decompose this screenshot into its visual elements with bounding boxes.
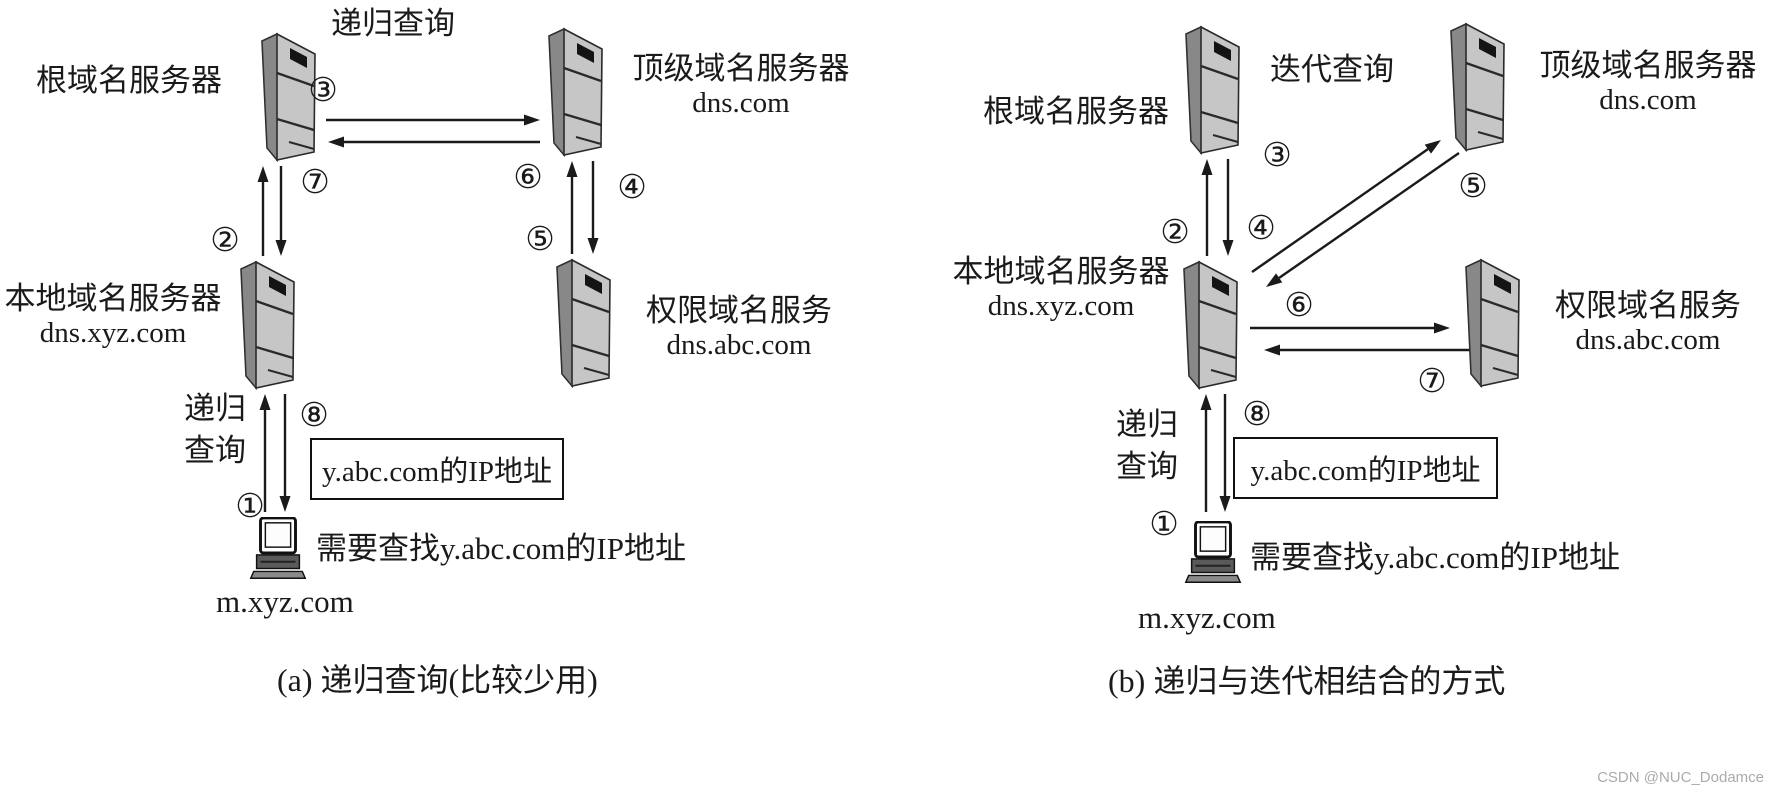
step-4-a: ④ [617, 167, 647, 206]
host-need-label-a: 需要查找y.abc.com的IP地址 [316, 531, 686, 566]
auth-server-domain-b: dns.abc.com [1575, 323, 1721, 356]
local-server-name-b: 本地域名服务器 [952, 254, 1170, 289]
local-server-name-a: 本地域名服务器 [4, 281, 222, 316]
tld-server-domain-a: dns.com [692, 86, 790, 119]
arrow-a-1-host-to-local-up [259, 394, 271, 512]
arrow-b-6-local-to-auth-rt [1250, 322, 1450, 334]
caption-b: (b) 递归与迭代相结合的方式 [1108, 663, 1506, 699]
tld-server-domain-b: dns.com [1599, 83, 1697, 116]
root-server-label-b: 根域名服务器 [983, 94, 1169, 129]
local-server-icon-b [1180, 260, 1242, 391]
caption-a: (a) 递归查询(比较少用) [277, 662, 598, 698]
step-7-b: ⑦ [1417, 361, 1447, 400]
step-6-b: ⑥ [1284, 285, 1314, 324]
host-need-label-b: 需要查找y.abc.com的IP地址 [1250, 540, 1620, 575]
arrow-a-5-auth-to-tld-up [566, 161, 578, 254]
step-1-b: ① [1149, 504, 1179, 543]
step-7-a: ⑦ [300, 162, 330, 201]
recursive-query-top-label-a: 递归查询 [331, 6, 455, 41]
step-3-b: ③ [1262, 135, 1292, 174]
recursive-side-label-a: 递归 查询 [184, 391, 246, 468]
ip-result-text-b: y.abc.com的IP地址 [1250, 455, 1481, 487]
tld-server-icon-a [545, 27, 607, 158]
auth-server-name-b: 权限域名服务 [1555, 288, 1741, 323]
step-5-b: ⑤ [1458, 166, 1488, 205]
tld-server-name-b: 顶级域名服务器 [1539, 48, 1757, 83]
root-server-icon-b [1182, 25, 1244, 156]
arrow-b-1-host-to-local-up [1200, 394, 1212, 512]
auth-server-icon-b [1462, 258, 1524, 389]
arrow-b-8-local-to-host-dn [1219, 394, 1231, 512]
auth-server-name-a: 权限域名服务 [646, 293, 832, 328]
recursive-side-label-b: 递归 查询 [1116, 407, 1178, 484]
local-server-domain-a: dns.xyz.com [39, 316, 187, 349]
auth-server-label-a: 权限域名服务 dns.abc.com [633, 293, 845, 363]
auth-server-domain-a: dns.abc.com [666, 328, 812, 361]
host-name-label-a: m.xyz.com [216, 584, 354, 619]
arrow-a-4-tld-to-auth-dn [587, 161, 599, 254]
tld-server-label-a: 顶级域名服务器 dns.com [616, 51, 866, 121]
local-server-label-a: 本地域名服务器 dns.xyz.com [2, 281, 224, 351]
arrow-b-3-local-to-tld-diag [1251, 140, 1441, 273]
arrow-b-2-local-to-root-up [1201, 159, 1213, 256]
step-8-b: ⑧ [1242, 394, 1272, 433]
ip-result-box-b: y.abc.com的IP地址 [1233, 437, 1498, 499]
tld-server-label-b: 顶级域名服务器 dns.com [1524, 48, 1771, 118]
step-6-a: ⑥ [513, 157, 543, 196]
auth-server-label-b: 权限域名服务 dns.abc.com [1539, 288, 1757, 358]
arrow-b-7-auth-to-local-lt [1264, 344, 1505, 356]
arrow-a-7-root-to-local-dn [275, 166, 287, 256]
step-5-a: ⑤ [525, 219, 555, 258]
root-server-label-a: 根域名服务器 [36, 63, 222, 98]
ip-result-box-a: y.abc.com的IP地址 [310, 438, 564, 500]
step-2-a: ② [210, 220, 240, 259]
auth-server-icon-a [553, 258, 615, 389]
arrow-a-2-local-to-root-up [257, 166, 269, 256]
tld-server-icon-b [1447, 22, 1509, 153]
ip-result-text-a: y.abc.com的IP地址 [321, 456, 553, 488]
host-computer-icon-a [248, 516, 308, 587]
watermark: CSDN @NUC_Dodamce [1597, 769, 1764, 786]
step-3-a: ③ [308, 70, 338, 109]
tld-server-name-a: 顶级域名服务器 [632, 51, 850, 86]
arrow-b-4-root-to-local-dn [1222, 159, 1234, 256]
arrow-b-5-tld-to-local-diag [1266, 152, 1460, 287]
step-4-b: ④ [1246, 208, 1276, 247]
arrow-a-8-local-to-host-dn [279, 394, 291, 512]
host-name-label-b: m.xyz.com [1138, 600, 1276, 635]
root-server-icon-a [258, 32, 320, 163]
host-computer-icon-b [1183, 520, 1243, 591]
local-server-label-b: 本地域名服务器 dns.xyz.com [950, 254, 1172, 324]
iterative-query-top-label-b: 迭代查询 [1270, 52, 1394, 87]
local-server-domain-b: dns.xyz.com [987, 289, 1135, 322]
step-2-b: ② [1160, 212, 1190, 251]
local-server-icon-a [237, 260, 299, 391]
step-8-a: ⑧ [299, 395, 329, 434]
arrow-a-3-root-to-tld [326, 114, 540, 126]
arrow-a-6-tld-to-root [328, 136, 540, 148]
step-1-a: ① [235, 486, 265, 525]
